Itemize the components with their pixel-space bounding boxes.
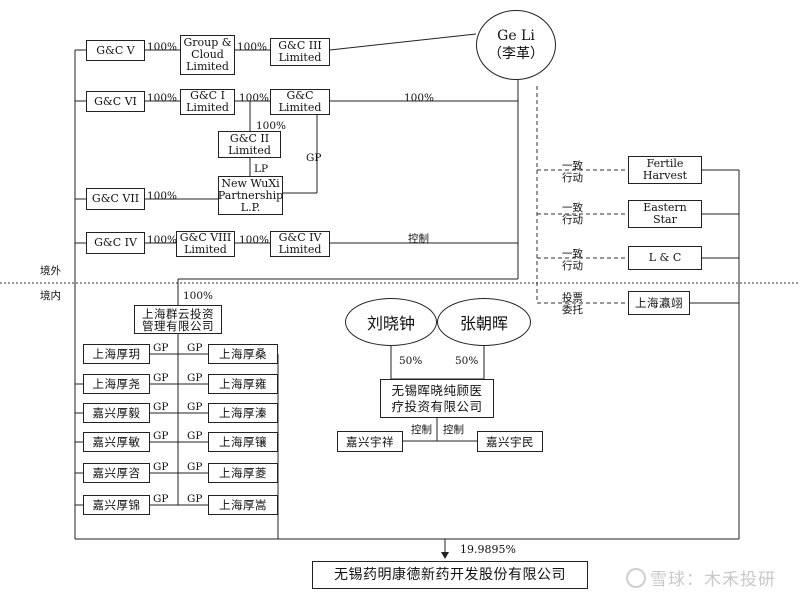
box-houjun: 上海厚玥	[83, 344, 150, 364]
pct-label: 100%	[147, 92, 178, 104]
box-fertile-harvest: Fertile Harvest	[628, 156, 702, 184]
box-gc1: G&C I Limited	[180, 89, 235, 115]
watermark: 雪球：木禾投研	[626, 565, 776, 590]
box-gc5: G&C V	[86, 40, 145, 61]
pct-50-label: 50%	[399, 355, 423, 367]
box-houqi: 上海厚溱	[208, 403, 278, 423]
box-gc2: G&C II Limited	[218, 131, 281, 158]
pct-label: 100%	[147, 234, 178, 246]
gp-label: GP	[153, 401, 169, 413]
gp-label: GP	[153, 430, 169, 442]
pct-50-label: 50%	[455, 355, 479, 367]
control-label: 控制	[408, 233, 429, 245]
box-houyao: 上海厚尧	[83, 374, 150, 394]
control-label: 控制	[443, 424, 464, 436]
box-yuxiang: 嘉兴宇祥	[337, 431, 403, 452]
arrow-head	[441, 552, 449, 559]
box-gc: G&C Limited	[270, 89, 330, 115]
box-houjin: 嘉兴厚锦	[83, 495, 150, 515]
watermark-text: 雪球：木禾投研	[650, 570, 776, 590]
box-gc4-limited: G&C IV Limited	[270, 231, 330, 257]
box-houyi: 嘉兴厚毅	[83, 403, 150, 423]
box-gc6: G&C VI	[86, 91, 145, 112]
box-new-wuxi-lp: New WuXi Partnership L.P.	[217, 176, 284, 215]
pct-label: 100%	[147, 41, 178, 53]
box-houmin: 嘉兴厚敏	[83, 432, 150, 452]
gp-label: GP	[187, 401, 203, 413]
gp-label: GP	[187, 372, 203, 384]
gp-label: GP	[153, 372, 169, 384]
control-label: 控制	[411, 424, 432, 436]
person-ge-li: Ge Li （李革）	[476, 10, 556, 80]
box-gc4: G&C IV	[86, 232, 145, 254]
gp-label: GP	[153, 461, 169, 473]
person-liu-xiaozhong: 刘晓钟	[345, 298, 437, 346]
box-houyong: 上海厚雍	[208, 374, 278, 394]
gp-label: GP	[153, 342, 169, 354]
box-shanghai-yinghu: 上海瀛翊	[628, 291, 690, 315]
box-qunyun: 上海群云投资 管理有限公司	[134, 305, 222, 334]
lp-label: LP	[254, 163, 269, 175]
pct-label: 100%	[237, 41, 268, 53]
gp-label: GP	[187, 342, 203, 354]
box-wuxi-apptec: 无锡药明康德新药开发股份有限公司	[312, 561, 588, 589]
gp-label: GP	[187, 493, 203, 505]
gp-label: GP	[306, 152, 322, 164]
pct-label: 100%	[256, 120, 287, 132]
pct-label: 100%	[239, 234, 270, 246]
region-label-onshore: 境内	[40, 290, 61, 302]
box-houxiang: 上海厚镶	[208, 432, 278, 452]
box-gc7: G&C VII	[86, 188, 145, 210]
box-group-cloud: Group & Cloud Limited	[180, 35, 235, 75]
snowball-icon	[626, 568, 646, 588]
box-houling: 上海厚菱	[208, 463, 278, 483]
gp-label: GP	[153, 493, 169, 505]
pct-label: 100%	[147, 190, 178, 202]
concert-label: 一致 行动	[562, 160, 583, 184]
box-eastern-star: Eastern Star	[628, 200, 702, 228]
box-wuxi-investment: 无锡晖晓纯顾医 疗投资有限公司	[380, 379, 494, 418]
box-yumin: 嘉兴宇民	[477, 431, 543, 452]
pct-label: 100%	[239, 92, 270, 104]
final-stake-label: 19.9895%	[460, 543, 516, 556]
person-zhang-chaohui: 张朝晖	[437, 298, 531, 346]
proxy-label: 投票 委托	[562, 292, 583, 316]
concert-label: 一致 行动	[562, 248, 583, 272]
box-gc8: G&C VIII Limited	[176, 231, 235, 257]
box-gc3: G&C III Limited	[270, 38, 330, 66]
region-label-offshore: 境外	[40, 265, 61, 277]
gp-label: GP	[187, 430, 203, 442]
pct-label: 100%	[404, 92, 435, 104]
box-housang: 上海厚桑	[208, 344, 278, 364]
box-housong: 上海厚嵩	[208, 495, 278, 515]
concert-label: 一致 行动	[562, 202, 583, 226]
pct-label: 100%	[183, 290, 214, 302]
gp-label: GP	[187, 461, 203, 473]
box-hourong: 嘉兴厚咨	[83, 463, 150, 483]
box-l-c: L & C	[628, 246, 702, 270]
